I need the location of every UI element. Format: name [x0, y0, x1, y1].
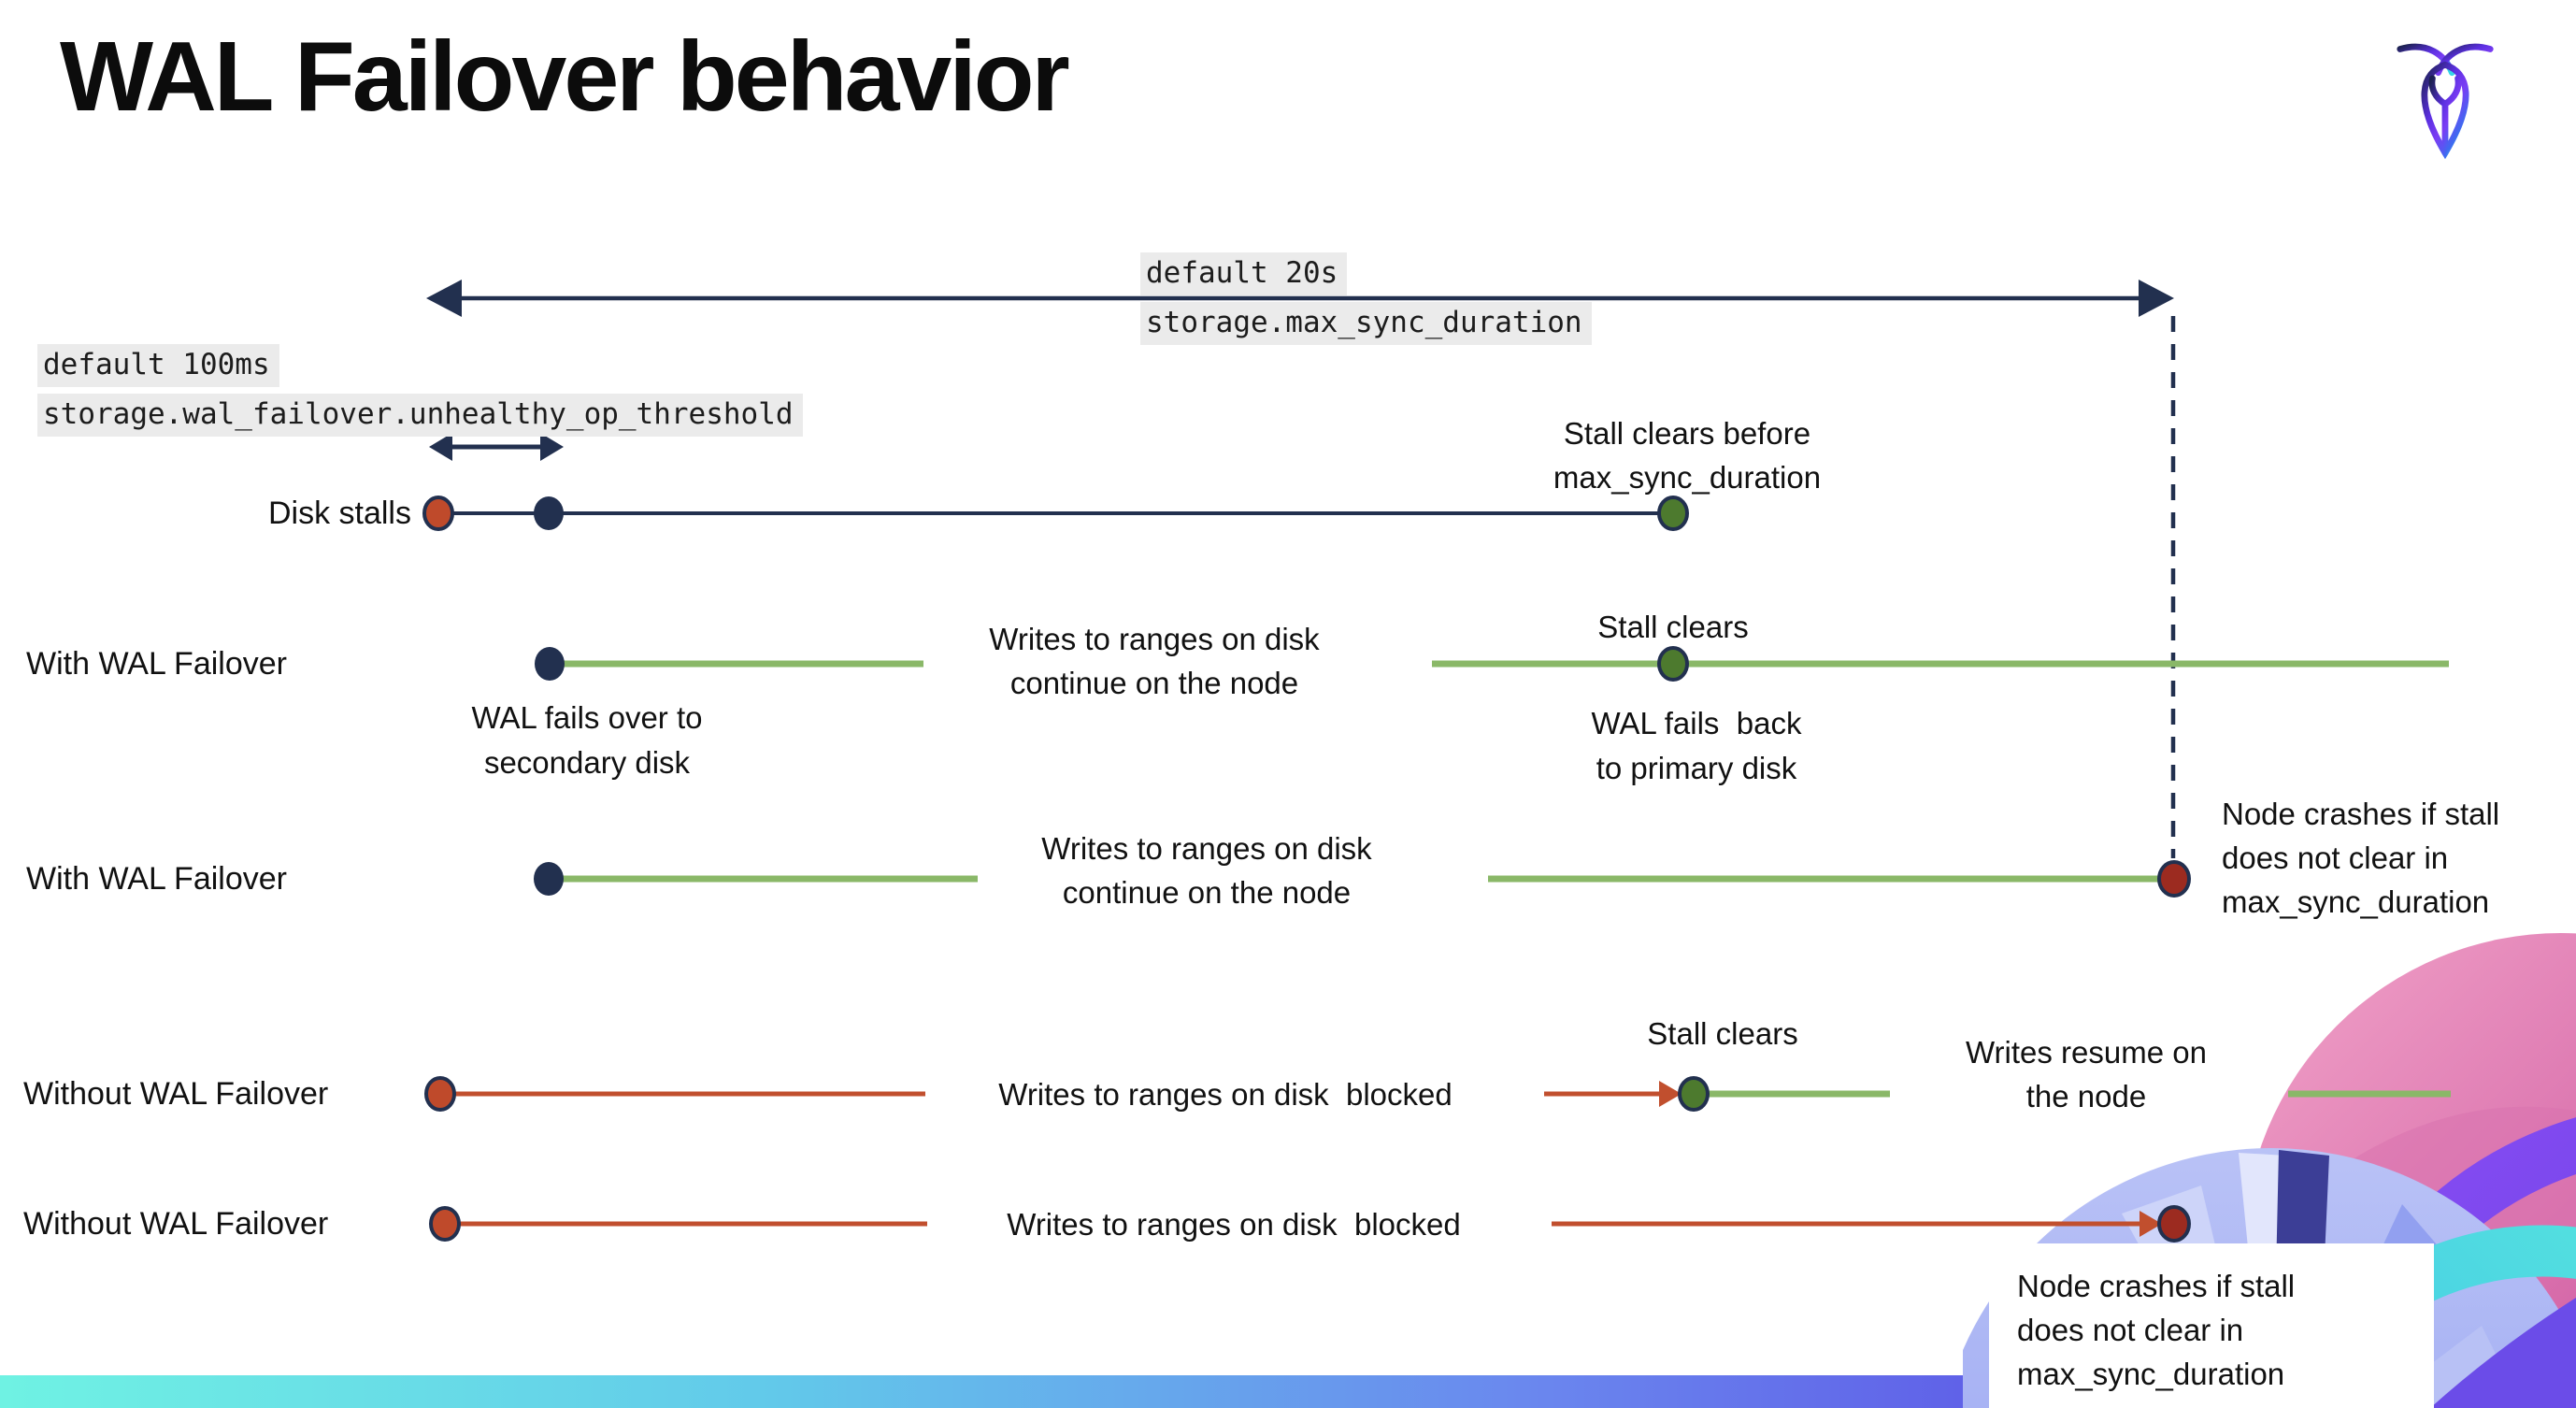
writes-continue-label: Writes to ranges on disk continue on the…	[989, 622, 1320, 700]
node-crash-label: Node crashes if stall does not clear in …	[2017, 1269, 2296, 1391]
config-setting-name: storage.max_sync_duration	[1140, 302, 1592, 345]
arrowhead-right-icon	[2139, 280, 2174, 317]
stall-start-dot-red	[422, 496, 454, 531]
stall-clears-dot-green	[1657, 496, 1689, 531]
arrowhead-left-icon	[426, 280, 462, 317]
stall-clears-label: Stall clears	[1597, 610, 1749, 644]
stall-clears-dot-green	[1657, 646, 1689, 682]
node-crash-dot-red	[2157, 860, 2191, 898]
logo-antenna-right	[2435, 43, 2494, 77]
writes-blocked-label: Writes to ranges on disk blocked	[1007, 1207, 1461, 1242]
cockroachdb-logo-icon	[2396, 39, 2495, 165]
stall-start-dot-red	[424, 1076, 456, 1112]
arrowhead-right-icon	[540, 433, 564, 461]
logo-vein	[2428, 75, 2462, 157]
failover-dot-navy	[535, 647, 565, 681]
failover-dot-navy	[534, 862, 564, 896]
failover-threshold-dot-navy	[534, 496, 564, 530]
max-sync-duration-config-label: default 20s storage.max_sync_duration	[1140, 252, 1592, 352]
arrowhead-right-icon	[1659, 1081, 1682, 1107]
wal-fails-over-label: WAL fails over to secondary disk	[471, 700, 703, 780]
stall-clears-before-label: Stall clears before max_sync_duration	[1553, 416, 1822, 495]
stall-clears-label: Stall clears	[1647, 1016, 1798, 1051]
config-setting-name: storage.wal_failover.unhealthy_op_thresh…	[37, 394, 803, 437]
row-label-with-wal-failover-1: With WAL Failover	[26, 646, 287, 682]
node-crash-dot-red	[2157, 1205, 2191, 1243]
row-label-disk-stalls: Disk stalls	[267, 496, 411, 531]
writes-continue-label: Writes to ranges on disk continue on the…	[1041, 831, 1372, 910]
node-crash-callout-box: Node crashes if stall does not clear in …	[1989, 1243, 2434, 1408]
arrowhead-right-icon	[2140, 1211, 2162, 1237]
art-teal-arc	[2262, 1225, 2576, 1408]
unhealthy-op-threshold-config-label: default 100ms storage.wal_failover.unhea…	[37, 344, 803, 443]
wal-fails-back-label: WAL fails back to primary disk	[1591, 706, 1802, 785]
row-label-without-wal-failover-1: Without WAL Failover	[23, 1076, 329, 1112]
config-default-value: default 20s	[1140, 252, 1348, 295]
writes-blocked-label: Writes to ranges on disk blocked	[998, 1077, 1453, 1112]
row-label-without-wal-failover-2: Without WAL Failover	[23, 1206, 329, 1242]
art-purple-corner	[2430, 1298, 2576, 1408]
config-default-value: default 100ms	[37, 344, 279, 387]
arrowhead-left-icon	[429, 433, 452, 461]
page-title: WAL Failover behavior	[60, 22, 1070, 132]
stall-clears-dot-green	[1678, 1076, 1710, 1112]
row-label-with-wal-failover-2: With WAL Failover	[26, 861, 287, 897]
stall-start-dot-red	[429, 1206, 461, 1242]
node-crash-label: Node crashes if stall does not clear in …	[2222, 797, 2500, 919]
writes-resume-label: Writes resume on the node	[1966, 1035, 2207, 1113]
